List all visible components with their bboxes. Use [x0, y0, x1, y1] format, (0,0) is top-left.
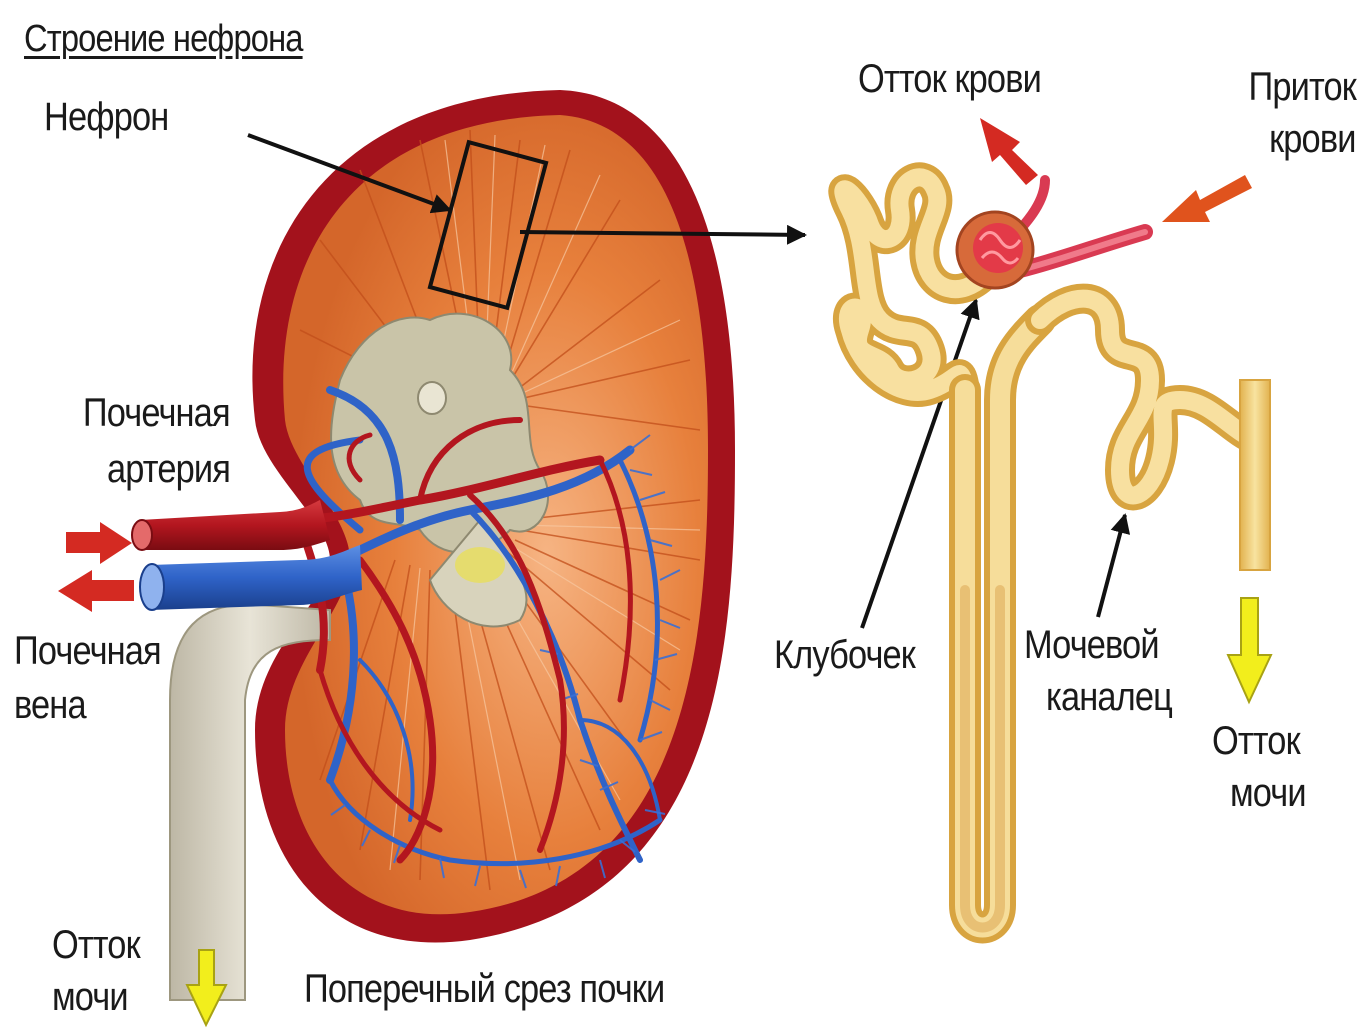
kidney-cross-section	[132, 90, 735, 1000]
nephron-label: Нефрон	[44, 94, 168, 140]
urine-outflow-left-label-line1: Отток	[52, 922, 140, 968]
tubule-label-line1: Мочевой	[1024, 622, 1159, 668]
urine-outflow-right-label-line2: мочи	[1230, 770, 1306, 816]
renal-vein-label-line1: Почечная	[14, 628, 161, 674]
cross-section-caption: Поперечный срез почки	[304, 966, 664, 1012]
diagram-title: Строение нефрона	[24, 16, 303, 62]
blood-inflow-arrow	[1162, 175, 1252, 222]
glomerulus	[973, 223, 1023, 273]
tubule-label-line2: каналец	[1046, 674, 1172, 720]
vein-outflow-arrow	[58, 570, 134, 612]
renal-artery-label-line1: Почечная	[83, 390, 230, 436]
artery-inflow-arrow	[66, 522, 132, 564]
urine-outflow-arrow-right	[1228, 598, 1271, 702]
blood-outflow-label: Отток крови	[858, 56, 1041, 102]
collecting-duct	[1240, 380, 1270, 570]
nephron	[843, 177, 1270, 927]
renal-artery-label-line2: артерия	[107, 446, 230, 492]
urine-outflow-left-label-line2: мочи	[52, 974, 128, 1020]
renal-artery	[140, 500, 330, 550]
glomerulus-label: Клубочек	[774, 632, 915, 678]
renal-vein-label-line2: вена	[14, 682, 86, 728]
blood-inflow-label-line2: крови	[1269, 116, 1356, 162]
blood-inflow-label-line1: Приток	[1249, 64, 1356, 110]
urine-outflow-right-label-line1: Отток	[1212, 718, 1300, 764]
blood-outflow-arrow	[980, 118, 1038, 185]
